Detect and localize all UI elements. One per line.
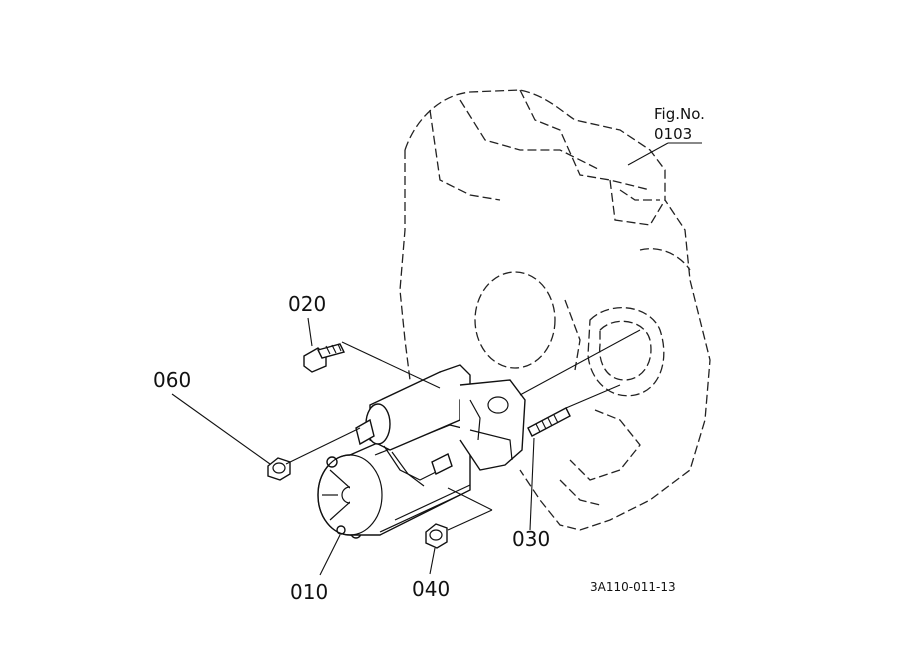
leader-060 [171, 393, 271, 465]
stud-bolt-030 [527, 407, 571, 437]
starter-motor-010 [317, 364, 526, 539]
nut-040 [425, 523, 448, 549]
assembly-line-060 [285, 427, 361, 465]
callout-020: 020 [288, 292, 326, 316]
assembly-line-020 [341, 341, 441, 389]
assembly-line-bore [519, 329, 641, 396]
assembly-line-030 [565, 384, 621, 409]
leader-030 [529, 437, 535, 531]
callout-labels: 020 060 030 010 040 [153, 292, 550, 604]
bolt-020 [303, 343, 346, 373]
leader-010 [319, 534, 341, 576]
callout-030: 030 [512, 527, 550, 551]
fig-number: 0103 [654, 125, 692, 143]
nut-060 [267, 457, 291, 481]
assembly-line-040b [447, 487, 493, 511]
fig-label: Fig.No. [654, 105, 705, 123]
callout-060: 060 [153, 368, 191, 392]
callout-010: 010 [290, 580, 328, 604]
drawing-code: 3A110-011-13 [590, 580, 676, 594]
fig-leader-line [627, 142, 669, 166]
engine-housing-outline [399, 89, 711, 531]
leader-040 [429, 547, 436, 575]
assembly-line-040 [447, 509, 493, 531]
callout-040: 040 [412, 577, 450, 601]
figure-number-block: Fig.No. 0103 [627, 105, 705, 166]
leader-lines [171, 317, 641, 576]
leader-020 [307, 317, 313, 347]
